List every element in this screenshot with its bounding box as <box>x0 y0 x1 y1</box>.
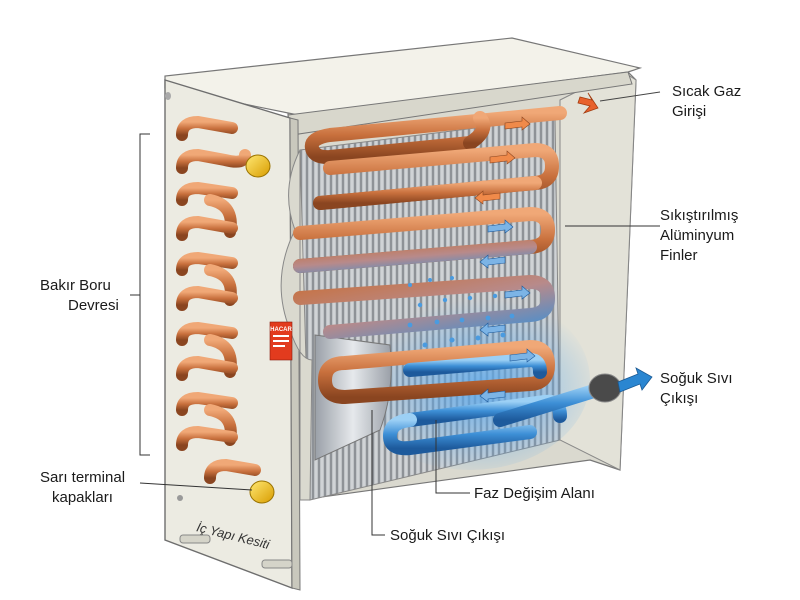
condensation-droplets <box>407 276 515 348</box>
leader-lines <box>130 133 660 536</box>
flow-arrows <box>474 116 536 403</box>
label-copper-circuit-2: Devresi <box>68 297 119 314</box>
yellow-terminal-caps <box>245 154 275 504</box>
hot-gas-inlet-arrow <box>577 91 661 114</box>
yellow-cap-bottom <box>249 480 275 504</box>
label-copper-circuit-1: Bakır Boru <box>40 277 111 294</box>
label-fins-3: Finler <box>660 247 698 264</box>
copper-tube-circuit <box>293 106 617 456</box>
label-cold-outlet-1: Soğuk Sıvı <box>660 370 733 387</box>
label-yellow-caps-1: Sarı terminal <box>40 469 125 486</box>
label-hot-gas-inlet-2: Girişi <box>672 103 706 120</box>
label-phase-change: Faz Değişim Alanı <box>474 485 595 502</box>
label-hot-gas-inlet-1: Sıcak Gaz <box>672 83 741 100</box>
label-cold-outlet-bottom: Soğuk Sıvı Çıkışı <box>390 527 505 544</box>
callout-labels: Sıcak Gaz Girişi Sıkıştırılmış Alüminyum… <box>40 83 741 544</box>
label-cold-outlet-2: Çıkışı <box>660 390 698 407</box>
housing-details <box>165 92 622 569</box>
yellow-cap-top <box>245 154 271 178</box>
warning-sticker-text: HACAR <box>270 327 292 333</box>
label-fins-2: Alüminyum <box>660 227 734 244</box>
label-yellow-caps-2: kapakları <box>52 489 113 506</box>
warning-sticker: HACAR <box>269 321 292 361</box>
left-return-bends <box>176 115 261 484</box>
cold-outlet-arrow <box>617 367 653 393</box>
label-fins-1: Sıkıştırılmış <box>660 207 738 224</box>
